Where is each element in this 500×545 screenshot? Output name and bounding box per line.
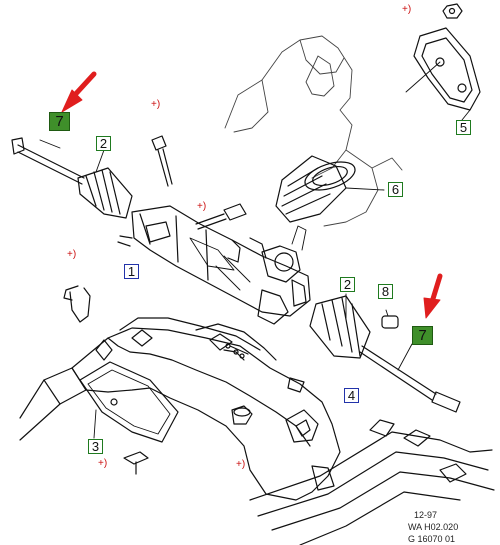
callout-7-left: 7 bbox=[49, 112, 70, 131]
marker-top-right: +) bbox=[402, 4, 412, 15]
bolt-top bbox=[151, 135, 173, 187]
shield-plate-3 bbox=[79, 361, 179, 443]
steering-rack-1 bbox=[117, 205, 311, 325]
crossmember-frame bbox=[19, 317, 341, 501]
rack-boot-left bbox=[77, 149, 133, 219]
footer-ref: WA H02.020 bbox=[408, 522, 459, 532]
engine-outline bbox=[224, 35, 403, 227]
callout-3: 3 bbox=[88, 439, 103, 454]
grommet bbox=[231, 405, 253, 425]
marker-bolt-mid: +) bbox=[197, 201, 207, 212]
dust-boot-6 bbox=[275, 155, 385, 223]
marker-bolt-top: +) bbox=[151, 99, 161, 110]
callout-2-right: 2 bbox=[340, 277, 355, 292]
red-arrow-right bbox=[423, 273, 443, 319]
marker-grommet: +) bbox=[236, 459, 246, 470]
tie-rod-right bbox=[359, 343, 461, 413]
callout-2-left: 2 bbox=[96, 136, 111, 151]
callout-6: 6 bbox=[388, 182, 403, 197]
tie-rod-left bbox=[11, 137, 85, 185]
callout-7-right: 7 bbox=[412, 326, 433, 345]
red-arrow-left bbox=[61, 71, 97, 113]
nut-top bbox=[442, 3, 463, 19]
marker-j-clip: +) bbox=[67, 249, 77, 260]
rack-boot-right bbox=[309, 293, 371, 359]
callout-5: 5 bbox=[456, 120, 471, 135]
footer-code: G 16070 01 bbox=[408, 534, 456, 544]
j-clip bbox=[63, 285, 91, 323]
callout-1: 1 bbox=[124, 264, 139, 279]
marker-push-clip: +) bbox=[98, 458, 108, 469]
push-clip-bottom bbox=[123, 451, 149, 475]
lower-frame-rails bbox=[249, 419, 495, 545]
gasket-plate-5 bbox=[405, 27, 481, 121]
callout-4: 4 bbox=[344, 388, 359, 403]
bolt-mid bbox=[195, 203, 247, 230]
clip-8 bbox=[381, 309, 399, 329]
callout-8: 8 bbox=[378, 284, 393, 299]
footer-date: 12-97 bbox=[414, 510, 438, 520]
